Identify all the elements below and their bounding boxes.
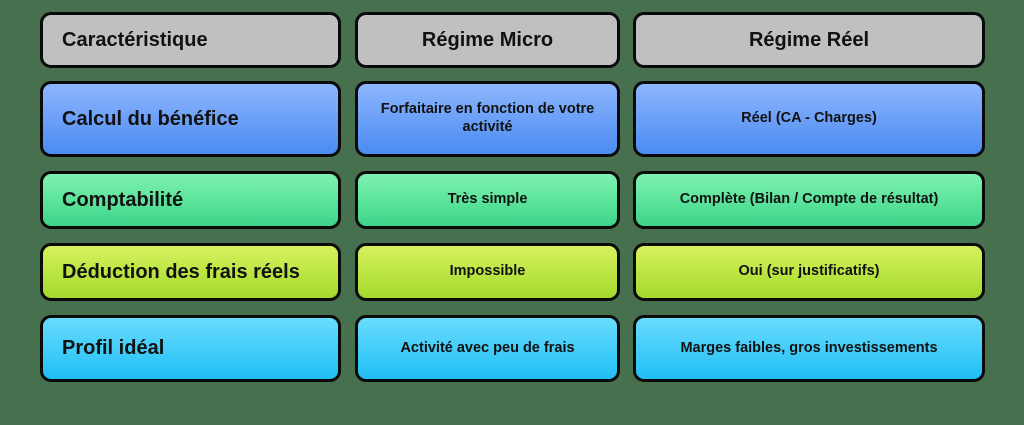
table-header-cell-reel: Régime Réel [633,12,985,68]
table-row: Comptabilité Très simple Complète (Bilan… [40,171,985,229]
row-reel-calcul-du-benefice: Réel (CA - Charges) [633,81,985,157]
row-feature-comptabilite: Comptabilité [40,171,341,229]
table-header-cell-micro: Régime Micro [355,12,620,68]
row-micro-profil-ideal: Activité avec peu de frais [355,315,620,382]
row-micro-deduction-des-frais-reels: Impossible [355,243,620,301]
table-header-cell-feature: Caractéristique [40,12,341,68]
row-feature-calcul-du-benefice: Calcul du bénéfice [40,81,341,157]
table-row: Profil idéal Activité avec peu de frais … [40,315,985,382]
row-reel-comptabilite: Complète (Bilan / Compte de résultat) [633,171,985,229]
row-feature-deduction-des-frais-reels: Déduction des frais réels [40,243,341,301]
row-reel-deduction-des-frais-reels: Oui (sur justificatifs) [633,243,985,301]
row-micro-calcul-du-benefice: Forfaitaire en fonction de votre activit… [355,81,620,157]
table-header-row: Caractéristique Régime Micro Régime Réel [40,12,985,68]
table-row: Déduction des frais réels Impossible Oui… [40,243,985,301]
comparison-table: Caractéristique Régime Micro Régime Réel… [40,12,985,385]
row-micro-comptabilite: Très simple [355,171,620,229]
row-feature-profil-ideal: Profil idéal [40,315,341,382]
row-reel-profil-ideal: Marges faibles, gros investissements [633,315,985,382]
table-row: Calcul du bénéfice Forfaitaire en foncti… [40,81,985,157]
